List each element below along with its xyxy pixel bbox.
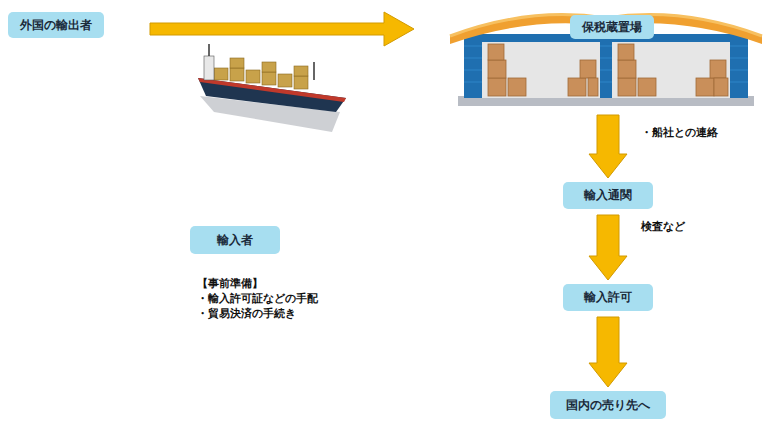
ship-illustration [198,44,346,132]
note-text: 【事前準備】 [197,276,263,291]
destination-box: 国内の売り先へ [550,391,666,419]
flow-arrow [150,12,414,46]
importer-box: 輸入者 [190,226,280,254]
node-text: 外国の輸出者 [12,17,100,34]
node-text: 輸入許可 [576,289,640,306]
note-text: ・貿易決済の手続き [197,306,296,321]
edge-label: 検査など [641,219,685,234]
edge-label: ・船社との連絡 [641,125,718,140]
note-text: ・輸入許可証などの手配 [197,291,318,306]
node-text: 輸入者 [209,232,261,249]
flow-arrow [589,115,627,178]
node-text: 保税蔵置場 [574,19,650,36]
node-text: 国内の売り先へ [558,397,658,414]
flow-arrow [589,215,627,280]
process-box: 輸入許可 [563,284,653,311]
process-box: 輸入通関 [563,182,653,209]
flow-arrow [589,317,627,387]
node-text: 輸入通関 [576,187,640,204]
warehouse-box: 保税蔵置場 [570,15,654,39]
exporter-box: 外国の輸出者 [8,12,104,38]
warehouse-illustration [450,15,762,106]
